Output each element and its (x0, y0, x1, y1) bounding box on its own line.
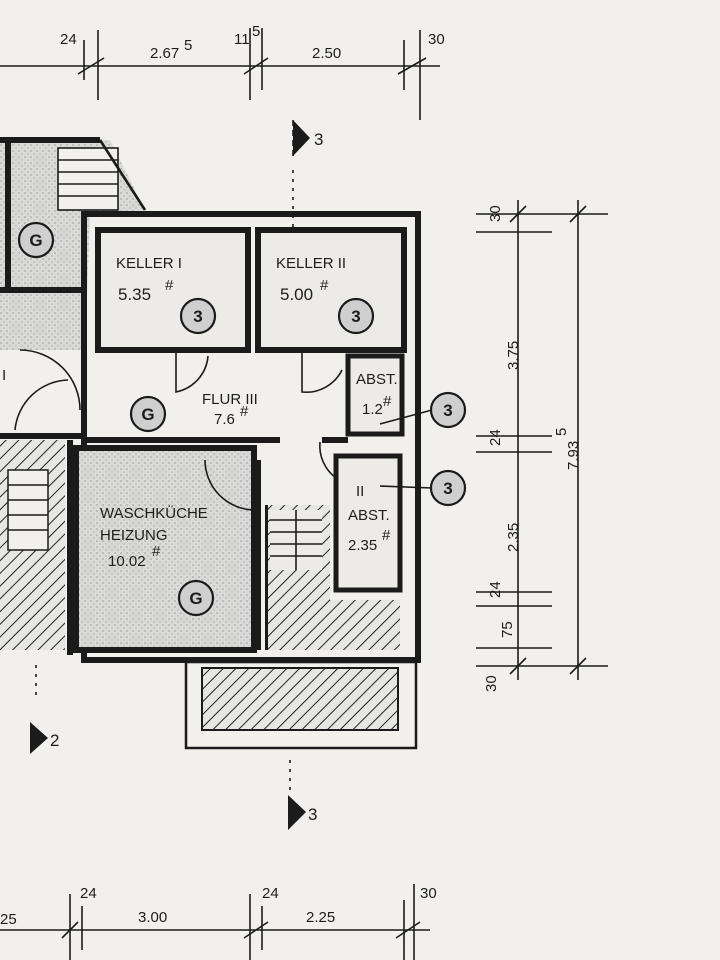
left-stair-area (0, 137, 147, 650)
room-keller-1: KELLER I 5.35 # 3 (116, 255, 217, 335)
dim-bottom-24a: 24 (80, 885, 97, 902)
section-top-label: 3 (314, 130, 323, 149)
dim-top-30: 30 (428, 31, 445, 48)
abst2-area: 2.35 (348, 537, 377, 554)
dim-right-793: 7.93 (565, 441, 582, 470)
dim-top-267-sup: 5 (184, 37, 192, 54)
room-abst-1: ABST. 1.2 # 3 (356, 371, 467, 429)
building-walls (0, 211, 421, 663)
flur-mark: # (240, 403, 249, 420)
dim-bottom-25: 25 (0, 911, 17, 928)
keller1-mark: # (165, 277, 174, 294)
dim-top-24: 24 (60, 31, 77, 48)
dim-right-30b: 30 (483, 675, 500, 692)
dim-bottom-300: 3.00 (138, 909, 167, 926)
section-mark-bottom: 3 (288, 760, 317, 830)
abst1-badge: 3 (443, 401, 452, 420)
flur-area: 7.6 (214, 411, 235, 428)
keller2-mark: # (320, 277, 329, 294)
dim-right-75: 75 (499, 621, 516, 638)
keller1-area: 5.35 (118, 285, 151, 304)
doors (14, 349, 343, 511)
flur-name: FLUR III (202, 391, 258, 408)
abst2-name: ABST. (348, 507, 390, 524)
section-mark-top: 3 (292, 120, 323, 238)
room-left: G I (2, 221, 55, 384)
dim-top-11-sup: 5 (252, 23, 260, 40)
waschkueche-name1: WASCHKÜCHE (100, 504, 208, 522)
left-room-badge: G (29, 231, 42, 250)
abst1-name: ABST. (356, 371, 398, 388)
dim-right-235: 2.35 (505, 523, 522, 552)
abst1-area: 1.2 (362, 401, 383, 418)
dim-bottom-30: 30 (420, 885, 437, 902)
keller1-badge: 3 (193, 307, 202, 326)
dim-right-375: 3.75 (505, 341, 522, 370)
dim-bottom-24b: 24 (262, 885, 279, 902)
dim-right-793-sup: 5 (553, 428, 570, 436)
room-flur: FLUR III 7.6 # G (129, 391, 258, 433)
bottom-dimension-chain: 25 24 3.00 24 2.25 30 (0, 884, 437, 960)
dim-top-11: 11 (234, 31, 250, 48)
right-dimension-chain: 30 3.75 24 7.93 5 2.35 24 75 30 (476, 200, 608, 692)
waschkueche-mark: # (152, 543, 161, 560)
abst2-numeral: II (356, 483, 364, 500)
dim-right-24a: 24 (487, 429, 504, 446)
keller1-name: KELLER I (116, 255, 182, 272)
abst1-mark: # (383, 393, 392, 410)
flur-badge: G (141, 405, 154, 424)
section-mark-left-bottom: 2 (30, 665, 59, 754)
keller2-name: KELLER II (276, 255, 346, 272)
section-left-label: 2 (50, 731, 59, 750)
dim-bottom-225: 2.25 (306, 909, 335, 926)
waschkueche-area: 10.02 (108, 553, 146, 570)
abst2-badge: 3 (443, 479, 452, 498)
section-bottom-label: 3 (308, 805, 317, 824)
dim-right-24b: 24 (487, 581, 504, 598)
keller2-badge: 3 (351, 307, 360, 326)
top-dimension-chain: 24 2.67 5 11 5 2.50 30 (0, 23, 445, 120)
abst2-mark: # (382, 527, 391, 544)
dim-top-267: 2.67 (150, 45, 179, 62)
room-abst-2: II ABST. 2.35 # 3 (348, 469, 467, 554)
left-room-numeral: I (2, 367, 6, 384)
dim-top-250: 2.50 (312, 45, 341, 62)
room-waschkueche: WASCHKÜCHE HEIZUNG 10.02 # G (100, 504, 215, 617)
waschkueche-badge: G (189, 589, 202, 608)
keller2-area: 5.00 (280, 285, 313, 304)
room-keller-2: KELLER II 5.00 # 3 (276, 255, 375, 335)
dim-right-30a: 30 (487, 205, 504, 222)
inner-stair (184, 505, 418, 750)
waschkueche-name2: HEIZUNG (100, 527, 168, 544)
